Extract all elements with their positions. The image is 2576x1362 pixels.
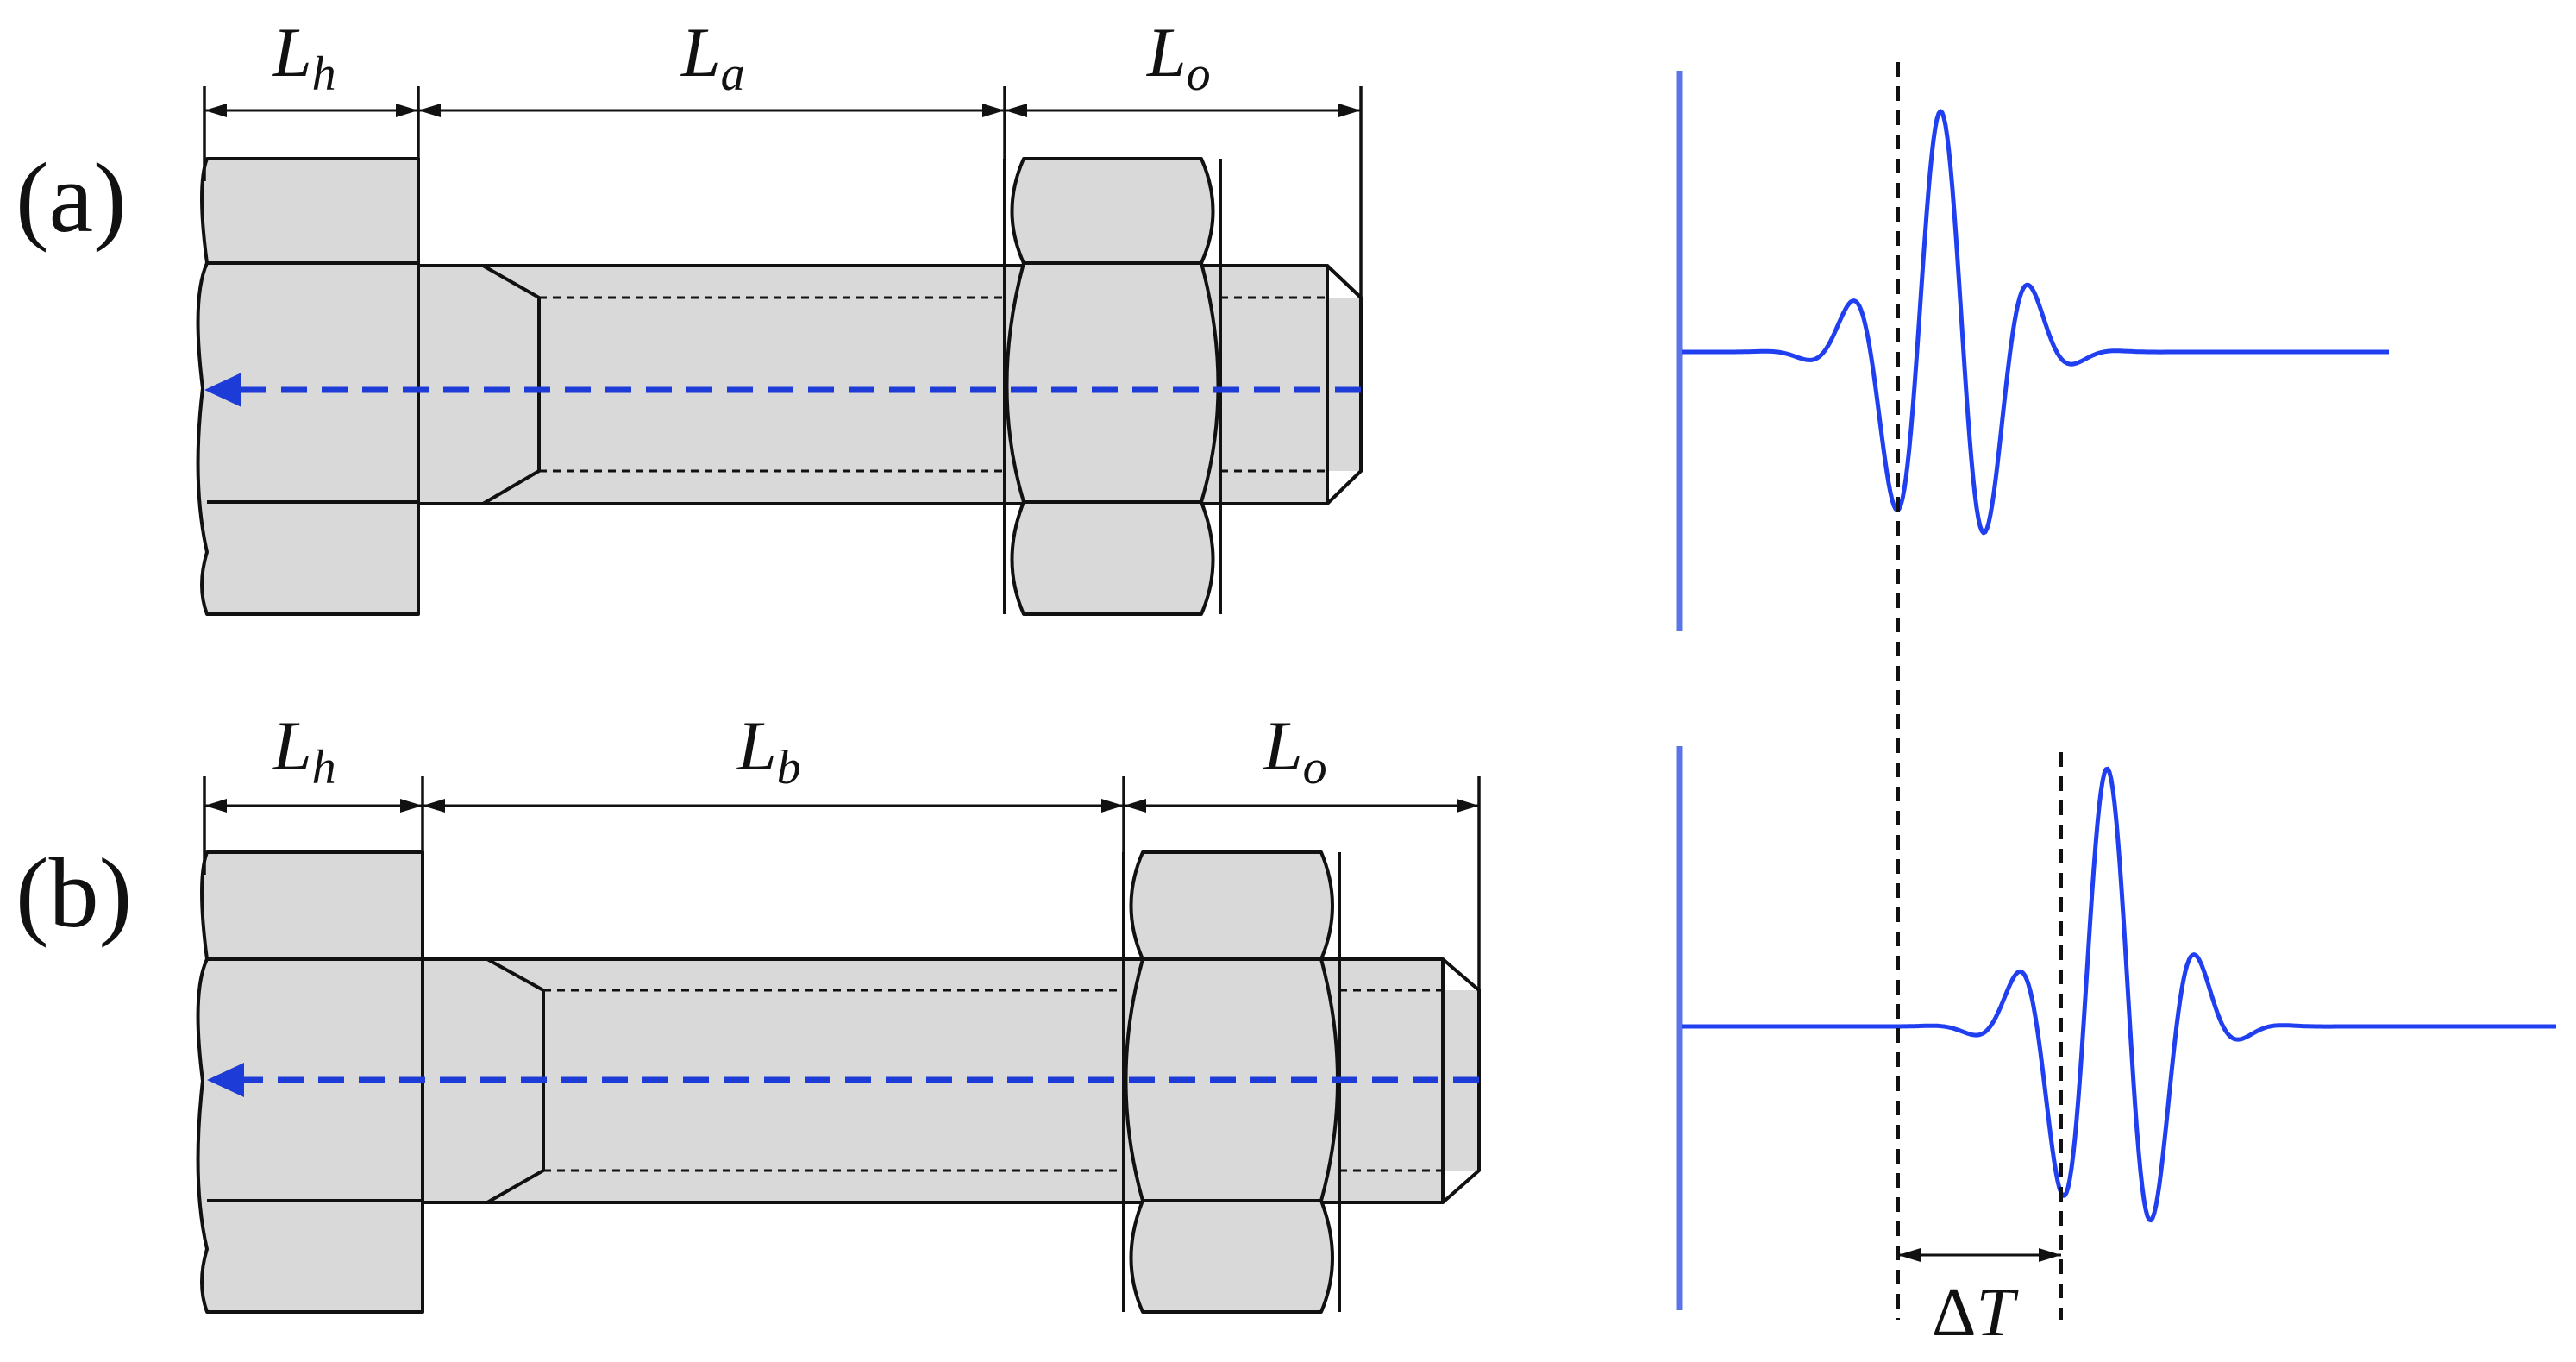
dim-label-lb: Lb [736,706,801,794]
bolt-head-b [196,850,424,1314]
dim-label-lh-b: Lh [272,706,336,794]
dim-label-lh-a: Lh [272,13,336,101]
echo-waveform-a [1681,109,2390,536]
panel-label-b: (b) [16,838,132,949]
panel-b: (b) [16,706,1481,1314]
dimension-head-b [204,799,423,813]
acoustic-arrowhead-b [207,1063,244,1097]
waveform-panel: ΔT [1676,62,2557,1351]
nut-a [1003,157,1222,616]
dimension-overhang-b [1124,799,1479,813]
bolt-head-a [196,157,420,616]
thread-runout-a [481,264,541,505]
dimension-head-a [204,104,418,117]
panel-label-a: (a) [16,143,127,254]
panel-a: (a) [16,13,1363,616]
acoustic-arrowhead-a [204,373,241,407]
echo-waveform-b [1681,766,2557,1223]
dimension-overhang-a [1005,104,1361,117]
time-shift-dimension [1898,1248,2061,1262]
dim-label-lo-b: Lo [1263,706,1327,794]
delta-t-label: ΔT [1932,1275,2019,1351]
dimension-grip-b [423,799,1124,813]
dimension-grip-a [418,104,1005,117]
dim-label-la: La [680,13,745,101]
dim-label-lo-a: Lo [1146,13,1211,101]
